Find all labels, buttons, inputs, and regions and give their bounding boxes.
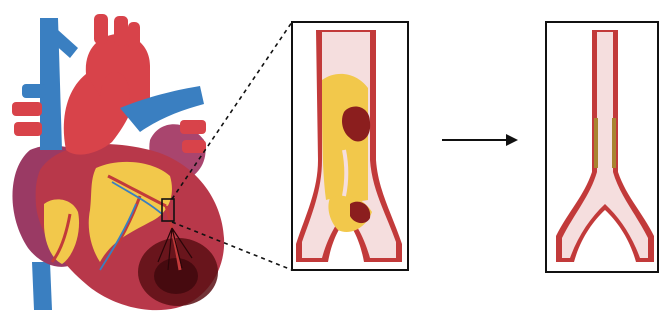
pulmonary-vein-left-3 bbox=[22, 84, 46, 98]
stented-artery-illustration bbox=[546, 22, 658, 272]
aortic-branch-1 bbox=[94, 14, 108, 44]
infarct-core bbox=[154, 258, 198, 294]
pulmonary-vein-left-2 bbox=[14, 122, 42, 136]
zoom-connector-top bbox=[172, 22, 292, 199]
aortic-branch-2 bbox=[114, 16, 128, 46]
stent-right bbox=[612, 118, 616, 168]
blocked-artery-illustration bbox=[292, 22, 408, 270]
inferior-vena-cava bbox=[32, 262, 52, 310]
heart-illustration bbox=[12, 14, 224, 310]
stent-left bbox=[594, 118, 598, 168]
aortic-branch-3 bbox=[128, 22, 140, 50]
pulmonary-vein-right-2 bbox=[182, 140, 206, 153]
pulmonary-vein-left-1 bbox=[12, 102, 42, 116]
right-arrow-icon bbox=[442, 134, 518, 146]
pulmonary-vein-right-1 bbox=[180, 120, 206, 134]
residual-lumen bbox=[344, 150, 346, 196]
